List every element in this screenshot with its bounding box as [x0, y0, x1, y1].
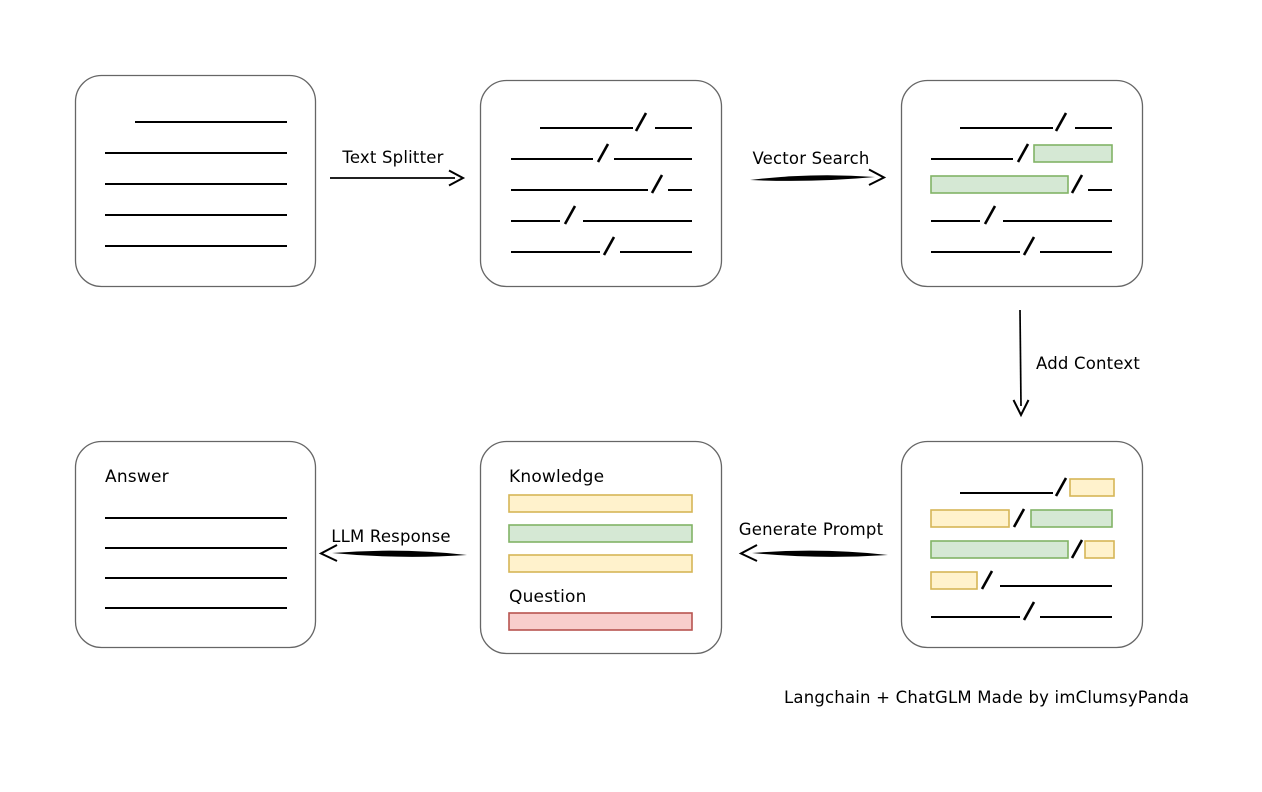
edge-text-splitter[interactable]: Text Splitter [330, 148, 466, 187]
slash-separator-icon [596, 143, 610, 163]
node-source-document[interactable] [74, 74, 317, 288]
edge-generate-prompt[interactable]: Generate Prompt [738, 520, 888, 562]
chunk-highlight-yellow [1069, 478, 1115, 497]
split-chunks-box[interactable] [479, 79, 723, 288]
generate-prompt-arrow-line [752, 550, 888, 557]
node-answer-box[interactable]: Answer [74, 440, 317, 649]
knowledge-label: Knowledge [509, 467, 604, 487]
answer-lines [105, 516, 287, 610]
chunk-highlight-yellow [930, 509, 1010, 528]
question-label: Question [509, 587, 587, 607]
answer-box[interactable] [74, 440, 317, 649]
slash-separator-icon [1016, 143, 1030, 163]
knowledge-bar-green [508, 524, 693, 543]
slash-separator-icon [563, 205, 577, 225]
add-context-arrow-line [1019, 309, 1022, 407]
vector-matched-chunks-lines [930, 112, 1113, 256]
edge-vector-search[interactable]: Vector Search [750, 149, 887, 186]
chunk-highlight-yellow [930, 571, 978, 590]
chunk-highlight-green [1030, 509, 1113, 528]
slash-separator-icon [1022, 236, 1036, 256]
slash-separator-icon [1070, 539, 1084, 559]
slash-separator-icon [602, 236, 616, 256]
edge-llm-response[interactable]: LLM Response [318, 527, 467, 562]
slash-separator-icon [980, 570, 994, 590]
slash-separator-icon [650, 174, 664, 194]
node-context-chunks[interactable] [900, 440, 1144, 649]
footer-credit: Langchain + ChatGLM Made by imClumsyPand… [784, 688, 1189, 707]
edge-add-context[interactable]: Add Context [1012, 309, 1141, 418]
split-chunks-lines [511, 112, 692, 256]
slash-separator-icon [634, 112, 648, 132]
node-split-chunks[interactable] [479, 79, 723, 288]
slash-separator-icon [1070, 174, 1084, 194]
context-chunks-lines [930, 477, 1115, 621]
slash-separator-icon [1022, 601, 1036, 621]
knowledge-bar-yellow [508, 554, 693, 573]
source-document-lines [105, 120, 287, 248]
edge-label-text-splitter: Text Splitter [341, 148, 443, 167]
node-vector-matched-chunks[interactable] [900, 79, 1144, 288]
answer-label: Answer [105, 467, 169, 487]
slash-separator-icon [1054, 477, 1068, 497]
chunk-highlight-green [930, 175, 1069, 194]
chunk-highlight-yellow [1084, 540, 1115, 559]
node-prompt-box[interactable]: Knowledge Question [479, 440, 723, 655]
generate-prompt-arrow-head [738, 544, 758, 562]
source-document-box[interactable] [74, 74, 317, 288]
llm-response-arrow-head [318, 544, 338, 562]
knowledge-bar-yellow [508, 494, 693, 513]
slash-separator-icon [1054, 112, 1068, 132]
slash-separator-icon [1012, 508, 1026, 528]
chunk-highlight-green [930, 540, 1069, 559]
knowledge-bars [508, 494, 693, 573]
vector-search-arrow-line [750, 175, 875, 181]
edge-label-vector-search: Vector Search [752, 149, 869, 168]
llm-response-arrow-line [332, 550, 467, 557]
question-bars [508, 612, 693, 631]
slash-separator-icon [983, 205, 997, 225]
text-splitter-arrow-head [448, 169, 466, 187]
edge-label-add-context: Add Context [1036, 354, 1140, 373]
edge-label-generate-prompt: Generate Prompt [739, 520, 884, 539]
question-bar-red [508, 612, 693, 631]
chunk-highlight-green [1033, 144, 1113, 163]
vector-search-arrow-head [868, 168, 887, 186]
edge-label-llm-response: LLM Response [331, 527, 451, 546]
add-context-arrow-head [1012, 399, 1030, 418]
